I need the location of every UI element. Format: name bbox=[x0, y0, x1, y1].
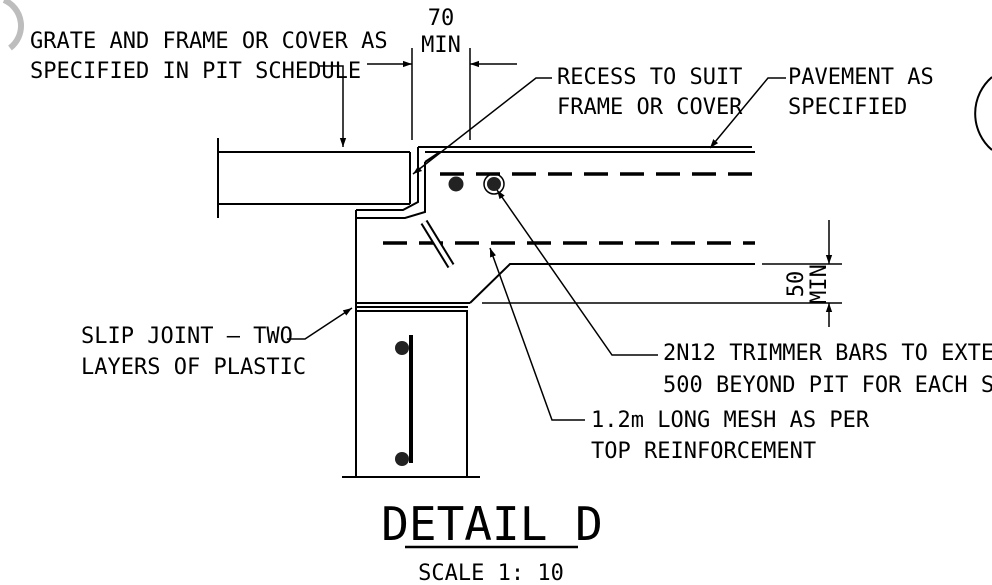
leaders bbox=[287, 65, 786, 421]
note-grate-line2: SPECIFIED IN PIT SCHEDULE bbox=[30, 59, 361, 84]
note-pavement-line1: PAVEMENT AS bbox=[788, 65, 934, 90]
grate-cover bbox=[217, 138, 411, 218]
pit-wall bbox=[342, 210, 480, 478]
mesh-reinforcement bbox=[383, 172, 755, 245]
note-recess-line2: FRAME OR COVER bbox=[557, 95, 743, 120]
wall-reinforcement bbox=[395, 335, 413, 466]
dimension-50 bbox=[482, 220, 842, 327]
note-slip-line2: LAYERS OF PLASTIC bbox=[81, 355, 306, 380]
detail-title: DETAIL D bbox=[381, 497, 603, 551]
detail-scale: SCALE 1: 10 bbox=[418, 561, 564, 585]
pavement-slab bbox=[425, 151, 755, 304]
note-grate-line1: GRATE AND FRAME OR COVER AS bbox=[30, 29, 388, 54]
leader-recess bbox=[412, 77, 552, 175]
dim-right-label: 50 MIN bbox=[784, 264, 832, 304]
diagonal-bar bbox=[420, 219, 455, 269]
note-mesh-line2: TOP REINFORCEMENT bbox=[591, 439, 816, 464]
dimension-70 bbox=[367, 48, 517, 140]
leader-slip bbox=[287, 307, 353, 340]
note-mesh-line1: 1.2m LONG MESH AS PER bbox=[591, 408, 870, 433]
note-trimmer-line1: 2N12 TRIMMER BARS TO EXTEND bbox=[663, 341, 992, 366]
note-recess-line1: RECESS TO SUIT bbox=[557, 65, 742, 90]
note-slip-line1: SLIP JOINT – TWO bbox=[81, 324, 293, 349]
leader-trimmer bbox=[496, 189, 658, 356]
frame-outline bbox=[356, 146, 752, 219]
edge-circle-right bbox=[974, 76, 992, 151]
note-trimmer-line2: 500 BEYOND PIT FOR EACH SIDE bbox=[663, 373, 992, 398]
trimmer-bars bbox=[448, 173, 505, 195]
dim-right-value: 50 bbox=[784, 271, 809, 298]
edge-circle-left bbox=[2, 0, 24, 51]
leader-pavement bbox=[709, 77, 786, 149]
leader-mesh bbox=[489, 247, 585, 421]
leader-grate bbox=[318, 65, 347, 147]
dim-right-unit: MIN bbox=[807, 264, 832, 304]
note-pavement-line2: SPECIFIED bbox=[788, 95, 907, 120]
dim-top-value: 70 bbox=[428, 6, 455, 31]
dim-top-unit: MIN bbox=[421, 33, 461, 58]
